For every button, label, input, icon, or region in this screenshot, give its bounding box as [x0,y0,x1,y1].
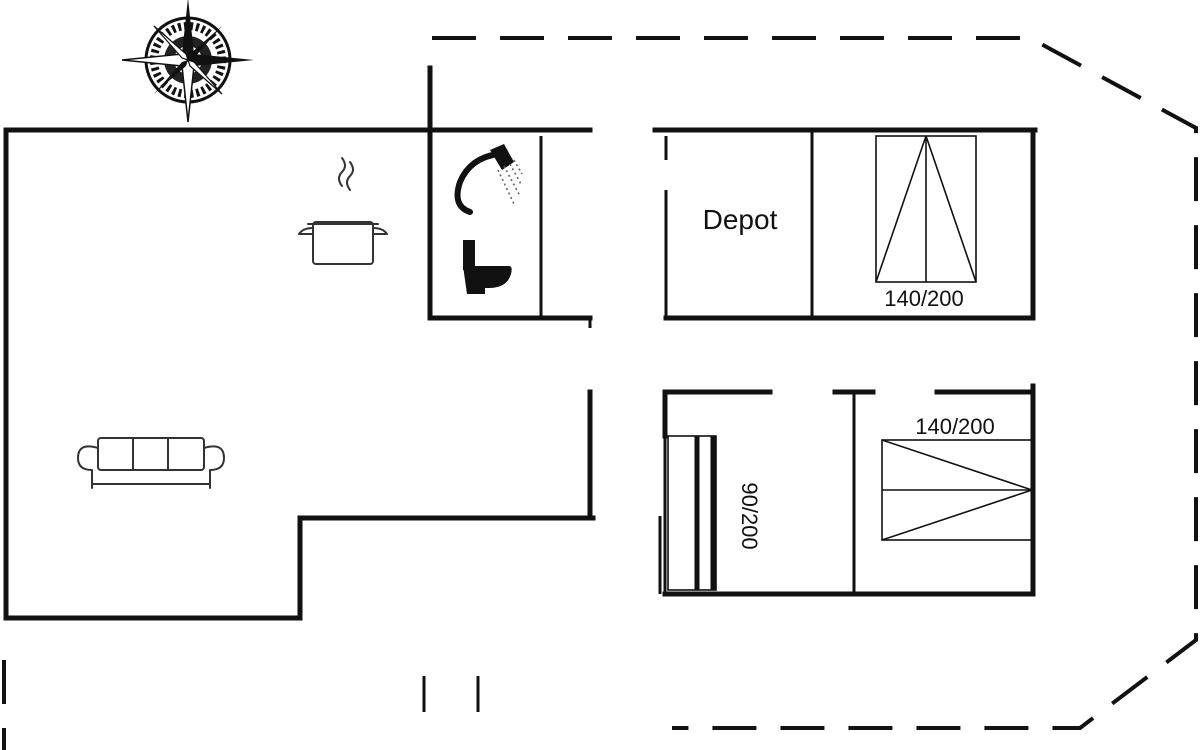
living-room-walls [3,127,596,621]
lower-single-bed-size-label: 90/200 [737,482,762,549]
lower-rooms-walls [658,383,1036,597]
sofa-icon [77,437,225,489]
upper-bed [875,135,977,283]
entrance-marks [422,676,480,712]
upper-rooms-walls [652,127,1038,321]
cooking-pot-icon [298,157,388,265]
toilet-icon [463,240,512,294]
upper-bed-size-label: 140/200 [884,286,964,311]
shower-icon [454,144,523,215]
lower-double-bed [881,439,1033,541]
bathroom-walls [427,65,593,328]
depot-label: Depot [703,204,778,235]
terrace-outline [2,36,1198,750]
lower-double-bed-size-label: 140/200 [915,414,995,439]
compass-icon [121,0,254,123]
lower-single-bed [667,435,717,591]
